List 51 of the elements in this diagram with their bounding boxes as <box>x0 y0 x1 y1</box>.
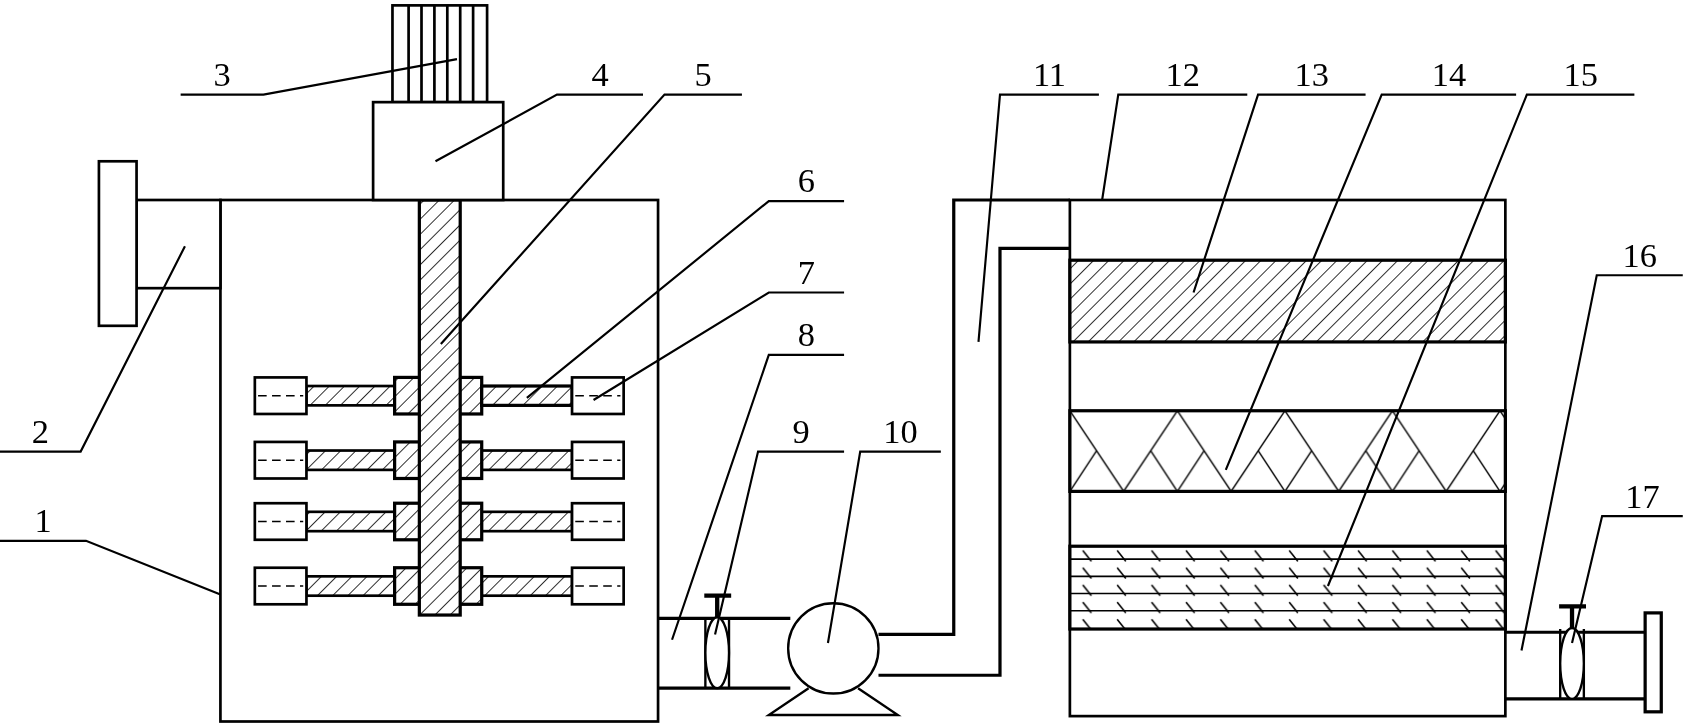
leader-line <box>826 450 941 644</box>
motor-drawing <box>391 4 489 104</box>
callout-number: 5 <box>694 55 712 93</box>
paddle-blade-drawing <box>570 376 625 416</box>
leader-line <box>592 291 845 401</box>
callout-number: 8 <box>797 316 816 353</box>
callout-number: 11 <box>1032 55 1066 93</box>
leader-line <box>1192 93 1366 293</box>
callout-number: 7 <box>797 253 816 291</box>
callout-number: 15 <box>1563 55 1598 93</box>
leader-line <box>434 93 643 163</box>
leader-line <box>1101 93 1248 201</box>
leader-line <box>977 93 1099 343</box>
gearbox-drawing <box>371 100 505 202</box>
inlet-pipe-drawing <box>97 159 222 328</box>
leader-line <box>714 450 845 635</box>
pipe-drawing <box>876 198 1072 677</box>
outlet-pipe-drawing <box>1503 604 1663 714</box>
leader-line <box>1224 93 1517 471</box>
filter-tank-drawing <box>1068 198 1507 718</box>
valve-drawing <box>1556 604 1589 701</box>
callout-number: 3 <box>213 55 231 93</box>
leader-line <box>526 200 845 399</box>
filter-layer-drawing <box>1068 409 1507 493</box>
leader-line <box>671 353 845 641</box>
leader-line <box>180 58 458 96</box>
callout-number: 9 <box>792 412 810 450</box>
valve-drawing <box>702 593 734 690</box>
pipe-drawing <box>656 593 792 690</box>
callout-number: 17 <box>1625 477 1660 514</box>
callout-number: 10 <box>883 412 918 450</box>
filter-layer-drawing <box>1068 258 1507 344</box>
callout-number: 14 <box>1431 55 1467 93</box>
pump-drawing <box>764 602 902 717</box>
callout-number: 13 <box>1294 55 1329 93</box>
callout-number: 12 <box>1165 55 1200 93</box>
leader-line <box>0 539 221 596</box>
callout-number: 6 <box>797 162 816 199</box>
callout-number: 2 <box>31 412 49 450</box>
filter-layer-drawing <box>1068 544 1507 631</box>
tank-drawing <box>219 198 660 723</box>
shaft-drawing <box>393 198 484 617</box>
paddle-arm-drawing <box>480 384 574 407</box>
leader-line <box>0 245 186 453</box>
callout-number: 16 <box>1622 236 1657 274</box>
callout-number: 4 <box>591 55 609 93</box>
leader-line <box>1570 515 1683 644</box>
callout-number: 1 <box>34 502 52 539</box>
leader-line <box>440 93 742 345</box>
leader-line <box>1520 274 1683 651</box>
leader-line <box>1326 93 1635 587</box>
